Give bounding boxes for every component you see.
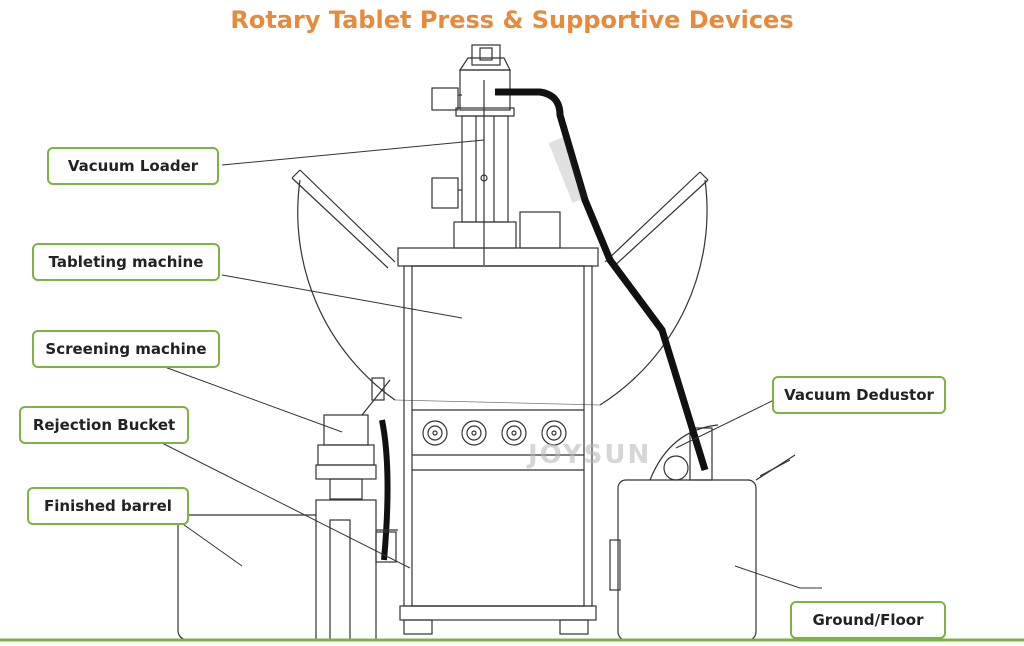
right-guard-door (604, 171, 709, 269)
finished-barrel (177, 514, 320, 641)
compression-rollers (422, 420, 567, 446)
diagram-title: Rotary Tablet Press & Supportive Devices (230, 6, 794, 34)
label-rejection-bucket: Rejection Bucket (19, 406, 189, 444)
label-ground-floor: Ground/Floor (790, 601, 946, 639)
watermark: JOYSUN (528, 440, 652, 470)
label-vacuum-dedustor: Vacuum Dedustor (772, 376, 946, 414)
label-vacuum-loader: Vacuum Loader (47, 147, 219, 185)
label-screening-machine: Screening machine (32, 330, 220, 368)
label-finished-barrel: Finished barrel (27, 487, 189, 525)
label-tableting-machine: Tableting machine (32, 243, 220, 281)
left-guard-door (291, 169, 396, 269)
door-swing-arc (297, 179, 396, 401)
tableting-machine-body (397, 247, 599, 635)
screening-machine (315, 377, 391, 500)
vacuum-loader (431, 44, 517, 265)
